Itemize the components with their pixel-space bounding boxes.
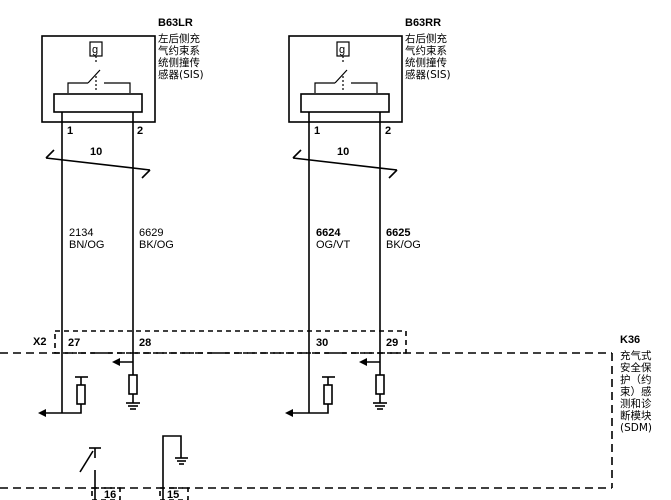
right-sensor-switch-icon — [314, 69, 378, 93]
connector-id: X2 — [33, 336, 46, 348]
right-sensor: B63RR g 1 2 右后侧充 气约束系 统侧撞传 感器(SIS) — [288, 17, 451, 137]
left-sensor: B63LR g 1 2 左后侧充 气约束系 统侧撞传 感器(SIS) — [41, 17, 204, 137]
connector-pin-30: 30 — [316, 337, 328, 349]
right-internal-circuit — [285, 358, 387, 417]
left-sensor-element — [53, 93, 143, 113]
connector-outline — [54, 330, 407, 354]
connector-x2: X2 27 28 30 29 — [33, 330, 407, 354]
wire-2134-circuit: 2134 — [69, 227, 93, 239]
left-sensor-id: B63LR — [158, 17, 193, 29]
wires — [61, 112, 381, 413]
svg-text:g: g — [339, 44, 345, 56]
bottom-pin-16-box — [91, 487, 121, 500]
wire-6629-circuit: 6629 — [139, 227, 163, 239]
bottom-pin-15-box — [159, 487, 189, 500]
module-desc: 充气式 安全保 护（约 束）感 测和诊 断模块 (SDM) — [620, 349, 655, 434]
right-pin-2: 2 — [385, 125, 391, 137]
connector-pin-28: 28 — [139, 337, 151, 349]
right-ground-icon — [373, 402, 387, 410]
wire-6625-color: BK/OG — [386, 239, 421, 251]
left-sensor-desc: 左后侧充 气约束系 统侧撞传 感器(SIS) — [158, 32, 204, 81]
left-internal-circuit — [38, 358, 140, 417]
left-ground-icon — [126, 402, 140, 410]
right-sensor-fuse-icon: g — [336, 41, 350, 57]
right-sensor-id: B63RR — [405, 17, 441, 29]
wire-2134-color: BN/OG — [69, 239, 104, 251]
bottom-ground-icon — [175, 457, 188, 465]
bottom-ground-switch — [162, 435, 188, 500]
left-resistor-1 — [76, 384, 86, 405]
right-sensor-box — [288, 35, 403, 123]
left-sensor-switch-icon — [67, 69, 131, 93]
right-twisted-pair: 10 — [292, 146, 398, 179]
left-pin-1: 1 — [67, 125, 73, 137]
connector-pin-29: 29 — [386, 337, 398, 349]
bottom-pin-15: 15 — [167, 489, 179, 500]
wire-6624-color: OG/VT — [316, 239, 351, 251]
left-sensor-box — [41, 35, 156, 123]
bottom-switch-icon — [79, 447, 101, 500]
left-resistor-2 — [128, 374, 138, 395]
bottom-circuit: 16 15 — [79, 435, 189, 500]
svg-text:g: g — [92, 44, 98, 56]
wire-6624-circuit: 6624 — [316, 227, 341, 239]
right-sensor-desc: 右后侧充 气约束系 统侧撞传 感器(SIS) — [405, 32, 451, 81]
right-sensor-element — [300, 93, 390, 113]
wire-labels: 2134 BN/OG 6629 BK/OG 6624 OG/VT 6625 BK… — [69, 227, 421, 251]
wire-6629-color: BK/OG — [139, 239, 174, 251]
right-pin-1: 1 — [314, 125, 320, 137]
left-pin-2: 2 — [137, 125, 143, 137]
module-k36: K36 充气式 安全保 护（约 束）感 测和诊 断模块 (SDM) — [0, 334, 655, 489]
right-twisted-label: 10 — [337, 146, 349, 158]
right-resistor-2 — [375, 374, 385, 395]
right-resistor-1 — [323, 384, 333, 405]
left-sensor-fuse-icon: g — [89, 41, 103, 57]
left-twisted-label: 10 — [90, 146, 102, 158]
wire-6625-circuit: 6625 — [386, 227, 410, 239]
left-twisted-pair: 10 — [45, 146, 151, 179]
connector-pin-27: 27 — [68, 337, 80, 349]
bottom-pin-16: 16 — [104, 489, 116, 500]
module-id: K36 — [620, 334, 640, 346]
